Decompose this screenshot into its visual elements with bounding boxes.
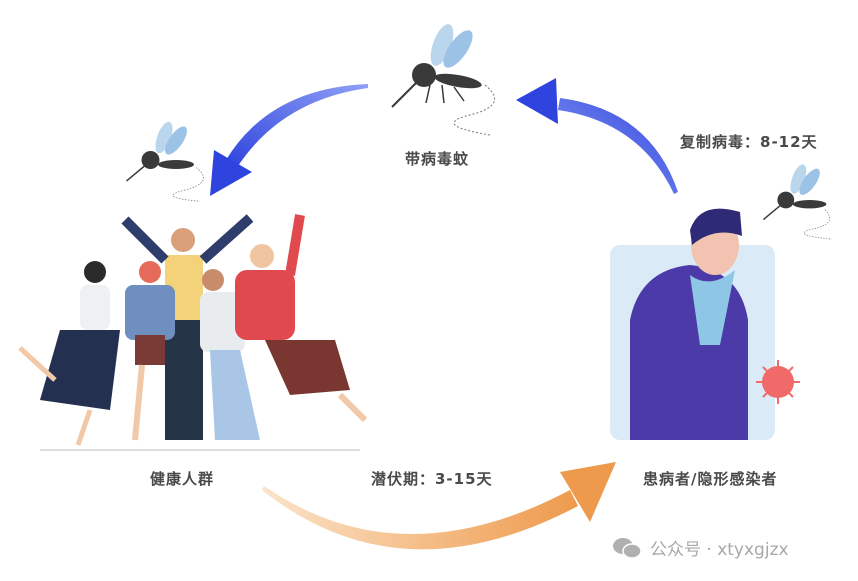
healthy-people-illustration xyxy=(18,214,368,451)
label-patients: 患病者/隐形感染者 xyxy=(643,470,778,488)
label-virus-replication: 复制病毒：8-12天 xyxy=(680,133,818,151)
mosquito-icon xyxy=(391,24,496,136)
arrow-patient-to-mosquito xyxy=(516,78,678,194)
arrow-mosquito-to-healthy xyxy=(210,84,368,196)
mosquito-icon xyxy=(126,121,204,202)
patient-illustration xyxy=(610,208,800,440)
watermark: 公众号 · xtyxgjzx xyxy=(612,535,789,560)
arrow-healthy-to-patient xyxy=(262,462,616,550)
watermark-text: 公众号 · xtyxgjzx xyxy=(650,540,789,560)
label-healthy-people: 健康人群 xyxy=(150,470,215,488)
label-infected-mosquito: 带病毒蚊 xyxy=(405,150,470,168)
mosquito-icon xyxy=(762,164,833,240)
wechat-icon xyxy=(613,537,642,559)
label-incubation-period: 潜伏期：3-15天 xyxy=(371,470,493,488)
